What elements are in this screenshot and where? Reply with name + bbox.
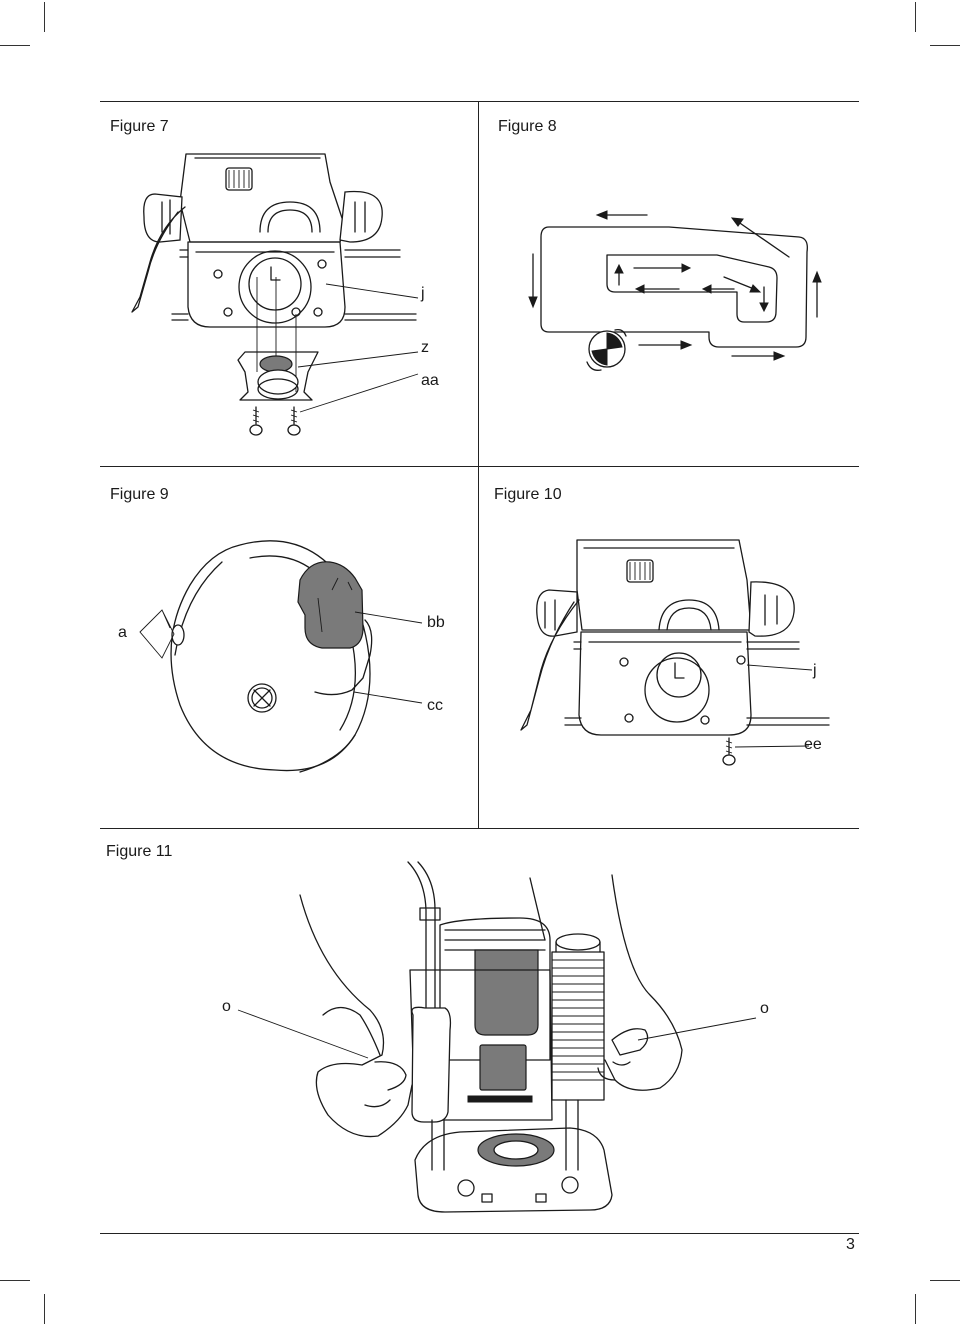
figure-11-title: Figure 11: [106, 843, 173, 860]
label-cc: cc: [427, 697, 443, 714]
crop-mark: [0, 45, 30, 46]
figure-10-title: Figure 10: [494, 486, 562, 503]
column-divider: [478, 101, 479, 829]
figure-9-illustration: [139, 540, 423, 773]
label-z: z: [421, 339, 429, 356]
figure-8-routing-diagram: [528, 210, 822, 371]
figure-7-title: Figure 7: [110, 118, 169, 135]
crop-mark: [930, 1280, 960, 1281]
top-rule: [100, 101, 859, 102]
label-j-fig10: j: [813, 662, 817, 679]
figure-8-title: Figure 8: [498, 118, 557, 135]
bottom-rule: [100, 1233, 859, 1234]
direction-arrows: [528, 210, 822, 361]
figure-7-illustration: [131, 153, 419, 436]
middle-rule: [100, 466, 859, 467]
figure-11-illustration: [237, 861, 757, 1213]
label-ee: ee: [804, 736, 822, 753]
crop-mark: [0, 1280, 30, 1281]
lower-rule: [100, 828, 859, 829]
figure-10-illustration: [520, 539, 830, 766]
label-o-right: o: [760, 1000, 769, 1017]
figure-9-title: Figure 9: [110, 486, 169, 503]
label-o-left: o: [222, 998, 231, 1015]
crop-mark: [915, 2, 916, 32]
label-j: j: [421, 285, 425, 302]
crop-mark: [915, 1294, 916, 1324]
label-bb: bb: [427, 614, 445, 631]
crop-mark: [44, 2, 45, 32]
page-number: 3: [846, 1236, 855, 1253]
crop-mark: [930, 45, 960, 46]
crop-mark: [44, 1294, 45, 1324]
label-aa: aa: [421, 372, 439, 389]
label-a: a: [118, 624, 127, 641]
